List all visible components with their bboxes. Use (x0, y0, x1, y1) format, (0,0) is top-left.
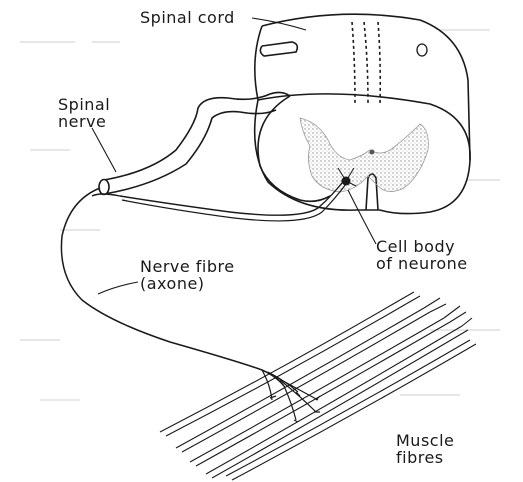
leader-spinal-nerve (92, 128, 116, 172)
label-cell-body: Cell body of neurone (376, 238, 468, 272)
label-spinal-cord: Spinal cord (140, 9, 235, 26)
leader-nerve-fibre (98, 282, 138, 294)
label-muscle-fibres: Muscle fibres (396, 432, 454, 466)
spinal-cord-segment (255, 14, 470, 213)
label-spinal-nerve: Spinal nerve (58, 96, 110, 130)
spinal-nerve (99, 92, 330, 201)
leader-cell-body (348, 190, 376, 244)
label-nerve-fibre: Nerve fibre (axone) (140, 258, 235, 292)
